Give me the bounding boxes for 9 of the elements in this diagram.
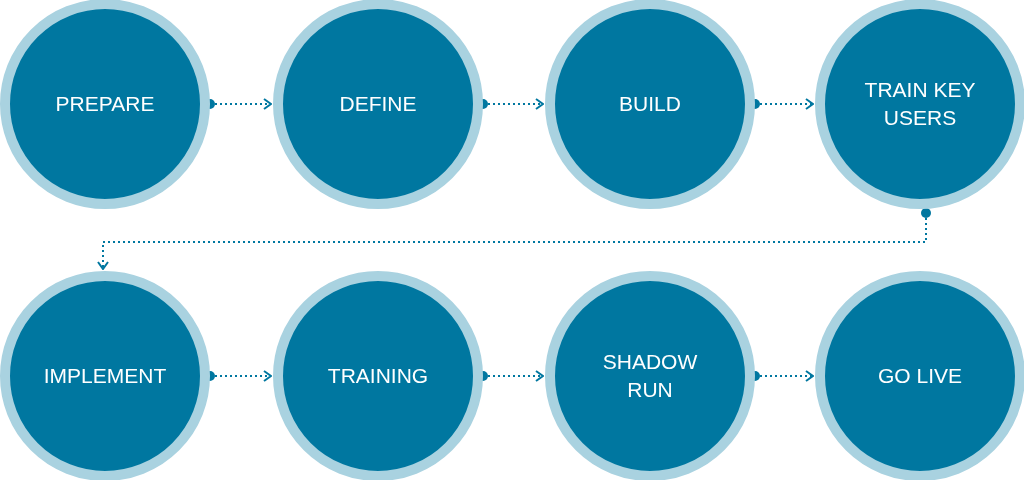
step-label: IMPLEMENT: [43, 363, 167, 389]
step-label: GO LIVE: [878, 363, 962, 389]
step-label: BUILD: [619, 91, 681, 117]
step-label: TRAIN KEY USERS: [863, 77, 977, 131]
step-label: SHADOW RUN: [601, 349, 699, 403]
step-label: TRAINING: [327, 363, 429, 389]
step-label: PREPARE: [55, 91, 155, 117]
step-label: DEFINE: [339, 91, 417, 117]
dotted-arrow: [97, 208, 931, 270]
